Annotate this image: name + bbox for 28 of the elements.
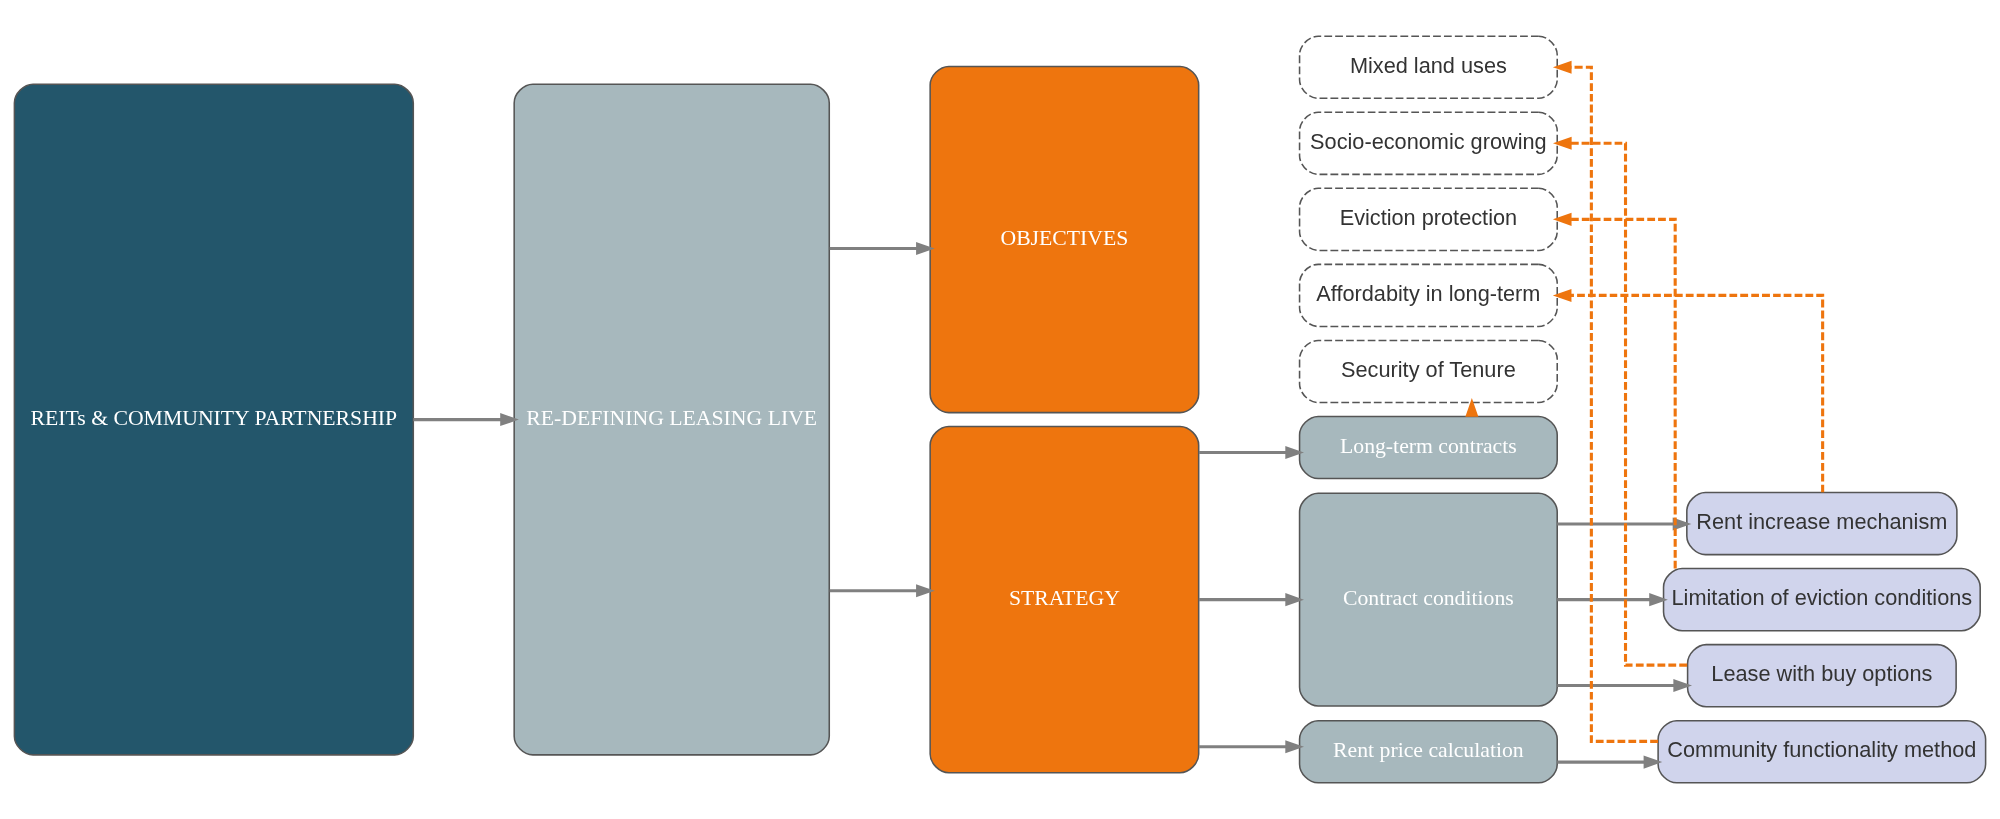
node-box: Affordabity in long-term (1298, 263, 1558, 328)
arrow (1198, 446, 1304, 460)
arrow (829, 241, 935, 255)
arrow (1552, 288, 1825, 493)
node-box: Limitation of eviction conditions (1662, 567, 1981, 632)
node-box: STRATEGY (929, 425, 1200, 774)
arrow (1552, 60, 1659, 743)
node-box: Community functionality method (1657, 719, 1987, 784)
node-box: REITs & COMMUNITY PARTNERSHIP (13, 83, 415, 756)
node-box: Lease with buy options (1686, 643, 1957, 708)
node-box: Socio-economic growing (1298, 111, 1558, 176)
arrow (1198, 593, 1304, 607)
arrow (1552, 212, 1677, 569)
node-box: Eviction protection (1298, 187, 1558, 252)
arrow (1557, 593, 1668, 607)
node-box: OBJECTIVES (929, 65, 1200, 414)
node-box: Mixed land uses (1298, 35, 1558, 100)
arrow (1198, 740, 1304, 754)
node-box: Security of Tenure (1298, 339, 1558, 404)
node-box: Rent price calculation (1298, 719, 1558, 784)
node-box: Rent increase mechanism (1686, 491, 1958, 556)
arrow (1557, 755, 1663, 769)
arrow (1557, 679, 1692, 693)
arrow (829, 584, 935, 598)
node-box: Contract conditions (1298, 492, 1558, 707)
arrow (413, 413, 519, 427)
arrow (1552, 136, 1688, 667)
node-box: RE-DEFINING LEASING LIVE (513, 83, 831, 756)
